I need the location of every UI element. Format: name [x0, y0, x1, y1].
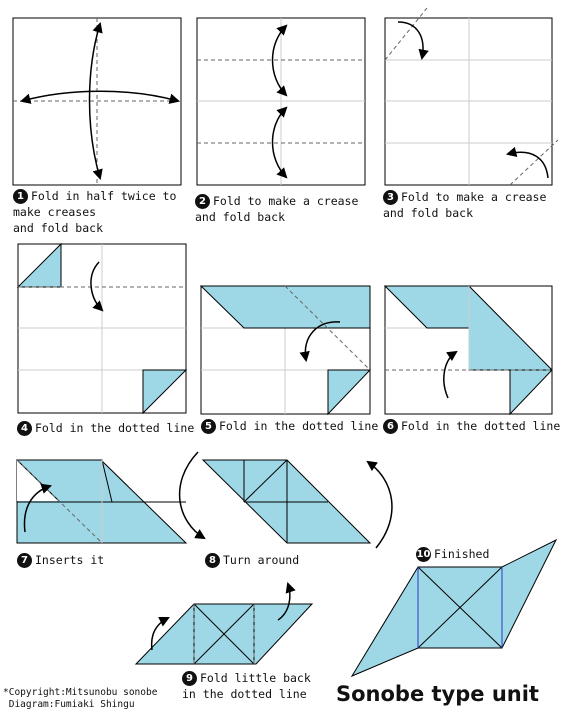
turn-arrow-left — [178, 451, 206, 540]
step-7-figure — [15, 459, 188, 544]
fold-arrow-top — [271, 24, 288, 97]
step-9-figure — [134, 582, 314, 665]
step-4-text: Fold in the dotted line — [35, 421, 195, 435]
step-2-number: 2 — [195, 194, 210, 209]
step-6-figure — [383, 285, 553, 416]
step-5-figure — [199, 285, 372, 416]
fold-arrow-topleft — [397, 21, 429, 61]
fold-arrow-left — [150, 617, 170, 651]
step-4-figure — [16, 242, 188, 415]
diagram-credit-line: Diagram:Fumiaki Shingu — [3, 699, 135, 710]
step-3-text: Fold to make a crease and fold back — [383, 190, 547, 220]
step-8-text: Turn around — [223, 553, 300, 567]
step-2-text: Fold to make a crease and fold back — [195, 194, 359, 224]
step-10-figure — [350, 538, 558, 678]
step-6-text: Fold in the dotted line — [401, 419, 561, 433]
step-8-number: 8 — [205, 553, 220, 568]
step-1-text: Fold in half twice to make creases and f… — [13, 189, 177, 235]
fold-arrow — [443, 350, 458, 399]
step-7-text: Inserts it — [35, 553, 105, 567]
step-1-figure — [12, 17, 182, 186]
step-6-number: 6 — [383, 419, 398, 434]
step-3-figure — [384, 7, 559, 186]
step-10-number: 10 — [416, 547, 431, 562]
fold-arrow-bottom — [271, 106, 288, 179]
step-3-number: 3 — [383, 190, 398, 205]
step-7-number: 7 — [17, 553, 32, 568]
step-10-text: Finished — [434, 547, 490, 561]
step-9-text: Fold little back in the dotted line — [182, 671, 311, 701]
fold-arrow-bottomright — [505, 146, 549, 179]
page-title: Sonobe type unit — [336, 682, 539, 706]
fold-arrow — [90, 261, 104, 312]
fold-arrow-horizontal — [19, 90, 181, 104]
step-8-figure — [178, 451, 393, 549]
fold-arrow — [299, 321, 341, 363]
turn-arrow-right — [366, 460, 393, 549]
fold-arrow-right — [277, 582, 296, 621]
copyright-line: *Copyright:Mitsunobu sonobe — [3, 687, 158, 698]
insert-arrow — [23, 483, 52, 533]
step-9-number: 9 — [182, 671, 197, 686]
step-5-number: 5 — [201, 419, 216, 434]
step-4-number: 4 — [17, 421, 32, 436]
step-2-figure — [196, 17, 366, 186]
step-5-text: Fold in the dotted line — [219, 419, 379, 433]
step-1-number: 1 — [13, 189, 28, 204]
